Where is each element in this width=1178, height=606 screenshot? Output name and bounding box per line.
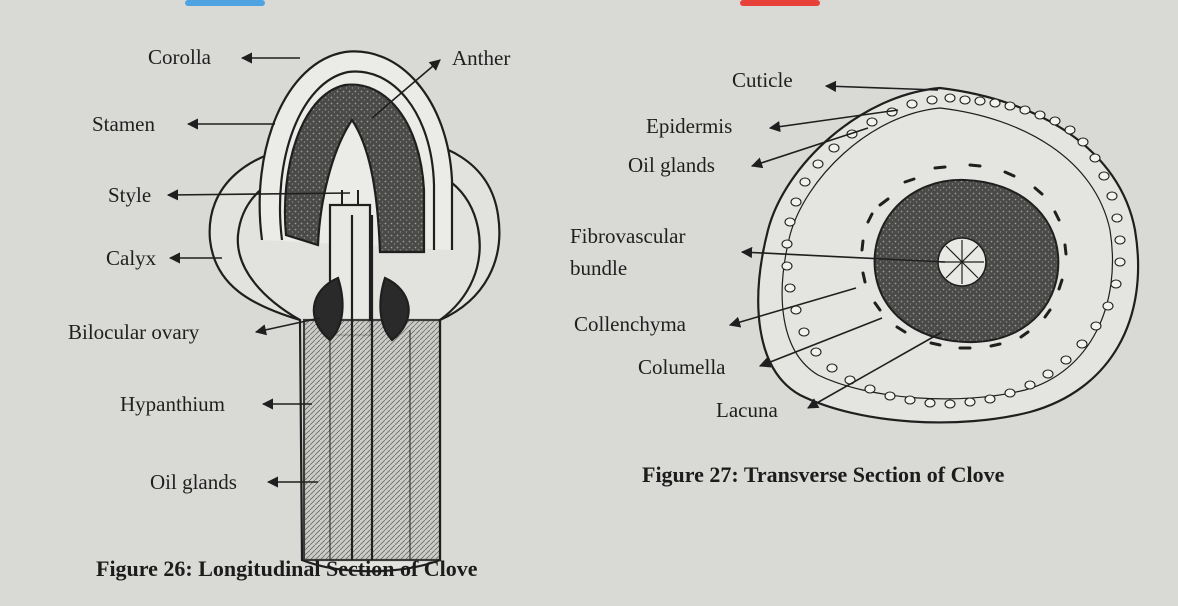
label-calyx: Calyx xyxy=(106,248,156,269)
blue-banner-strip xyxy=(185,0,265,6)
label-epidermis: Epidermis xyxy=(646,116,732,137)
label-anther: Anther xyxy=(452,48,510,69)
label-style: Style xyxy=(108,185,151,206)
label-bundle: bundle xyxy=(570,258,627,279)
caption-figure-27: Figure 27: Transverse Section of Clove xyxy=(642,462,1004,488)
label-hypanthium: Hypanthium xyxy=(120,394,225,415)
label-corolla: Corolla xyxy=(148,47,211,68)
label-lacuna: Lacuna xyxy=(716,400,778,421)
caption-figure-26: Figure 26: Longitudinal Section of Clove xyxy=(96,556,478,582)
label-cuticle: Cuticle xyxy=(732,70,793,91)
label-fibrovascular: Fibrovascular xyxy=(570,226,685,247)
label-collenchyma: Collenchyma xyxy=(574,314,686,335)
label-bilocular-ovary: Bilocular ovary xyxy=(68,322,199,343)
figure26-longitudinal-drawing xyxy=(210,51,500,571)
red-banner-strip xyxy=(740,0,820,6)
label-oil-glands-ls: Oil glands xyxy=(150,472,237,493)
label-columella: Columella xyxy=(638,357,726,378)
label-stamen: Stamen xyxy=(92,114,155,135)
label-oil-glands-ts: Oil glands xyxy=(628,155,715,176)
